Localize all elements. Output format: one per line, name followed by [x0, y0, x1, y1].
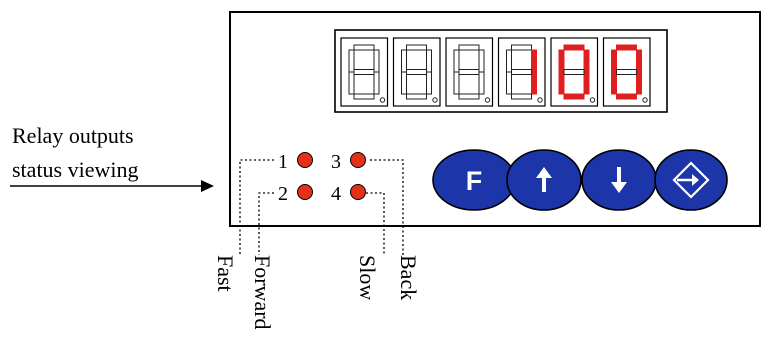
leader-fast — [239, 159, 274, 255]
digit-3-decimal-point — [484, 97, 491, 103]
digit-6-segment-b — [636, 49, 642, 73]
digit-5-decimal-point — [589, 97, 596, 103]
caption-line-1: Relay outputs — [12, 123, 134, 148]
digit-2-segment-b — [426, 49, 432, 73]
digit-6-segment-c — [636, 71, 642, 95]
digit-2-segment-e — [401, 71, 407, 95]
digit-1-decimal-point — [379, 97, 386, 103]
led-2 — [297, 184, 313, 200]
digit-4-decimal-point — [537, 97, 543, 103]
digit-4-segment-e — [506, 71, 512, 95]
led-2-label: 2 — [278, 183, 288, 205]
digit-3-segment-e — [453, 71, 460, 95]
relay-label-slow: Slow — [355, 255, 380, 300]
seven-segment-display — [340, 37, 651, 107]
panel-frame — [229, 11, 761, 227]
digit-2-segment-c — [426, 71, 432, 95]
digit-2-segment-g — [406, 69, 427, 75]
digit-3-segment-f — [453, 49, 460, 73]
digit-2-segment-a — [406, 44, 427, 51]
digit-1-segment-g — [353, 69, 375, 75]
led-4-label: 4 — [331, 183, 341, 205]
arrow-up-icon — [536, 167, 552, 192]
leader-back — [370, 159, 404, 255]
digit-2-segment-d — [406, 93, 427, 100]
digit-3-segment-a — [458, 44, 480, 51]
digit-4-segment-g — [511, 69, 532, 75]
digit-2-decimal-point — [432, 97, 438, 103]
digit-5-segment-g — [563, 69, 585, 75]
led-3 — [350, 152, 366, 168]
caption-line-2: status viewing — [12, 157, 139, 182]
digit-5-segment-e — [558, 71, 565, 95]
led-1-label: 1 — [278, 151, 288, 173]
relay-label-back: Back — [396, 255, 421, 300]
digit-5-segment-a — [563, 44, 585, 51]
digit-5-segment-b — [583, 49, 590, 73]
leader-forward — [258, 192, 274, 255]
digit-cell-6 — [602, 37, 651, 107]
digit-4-segment-f — [506, 49, 512, 73]
digit-cell-5 — [550, 37, 599, 107]
enter-diamond-icon — [672, 161, 710, 199]
digit-4-segment-c — [531, 71, 537, 95]
led-4 — [350, 184, 366, 200]
digit-6-segment-e — [611, 71, 617, 95]
digit-6-segment-g — [616, 69, 637, 75]
digit-6-segment-f — [611, 49, 617, 73]
digit-1-segment-b — [373, 49, 380, 73]
digit-cell-4 — [497, 37, 546, 107]
leader-slow — [366, 192, 385, 255]
digit-1-segment-f — [348, 49, 355, 73]
digit-1-segment-d — [353, 93, 375, 100]
digit-1-segment-e — [348, 71, 355, 95]
digit-3-segment-d — [458, 93, 480, 100]
letter-f-icon: F — [466, 166, 483, 196]
digit-5-segment-c — [583, 71, 590, 95]
relay-label-forward: Forward — [250, 255, 275, 330]
enter-button[interactable] — [654, 149, 728, 211]
down-button[interactable] — [581, 149, 657, 211]
digit-6-decimal-point — [642, 97, 648, 103]
digit-1-segment-a — [353, 44, 375, 51]
digit-3-segment-c — [478, 71, 485, 95]
digit-4-segment-b — [531, 49, 537, 73]
digit-4-segment-d — [511, 93, 532, 100]
digit-5-segment-f — [558, 49, 565, 73]
digit-2-segment-f — [401, 49, 407, 73]
up-button[interactable] — [506, 149, 582, 211]
f-button[interactable]: F — [432, 149, 516, 211]
digit-4-segment-a — [511, 44, 532, 51]
arrow-down-icon — [611, 167, 627, 193]
relay-leader-lines — [239, 159, 404, 255]
digit-3-segment-g — [458, 69, 480, 75]
relay-label-fast: Fast — [213, 255, 238, 292]
digit-cell-2 — [392, 37, 441, 107]
digit-1-segment-c — [373, 71, 380, 95]
digit-cell-1 — [340, 37, 389, 107]
digit-6-segment-d — [616, 93, 637, 100]
digit-5-segment-d — [563, 93, 585, 100]
digit-6-segment-a — [616, 44, 637, 51]
led-3-label: 3 — [331, 151, 341, 173]
digit-3-segment-b — [478, 49, 485, 73]
display-frame — [334, 29, 668, 113]
arrow-right-icon — [201, 180, 214, 192]
digit-cell-3 — [445, 37, 494, 107]
led-1 — [297, 152, 313, 168]
